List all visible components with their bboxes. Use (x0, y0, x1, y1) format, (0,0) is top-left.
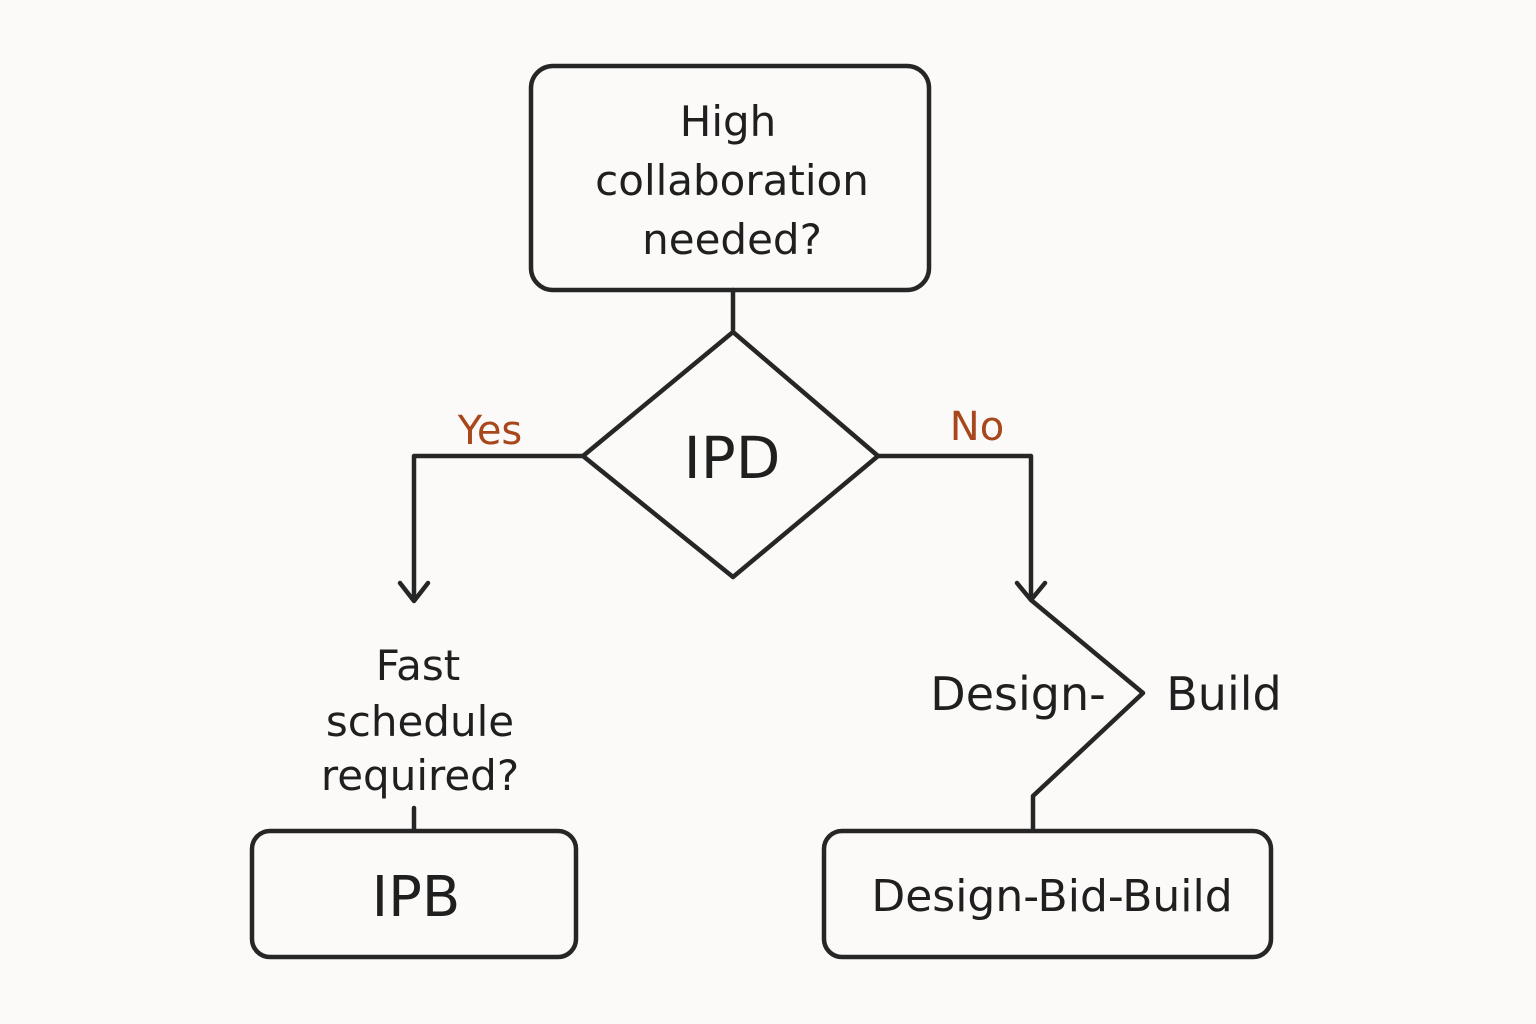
result-left-box (249, 828, 579, 960)
left-question-line-3: required? (321, 751, 519, 800)
zigzag-connector (1028, 597, 1146, 831)
left-question-line-2: schedule (326, 697, 514, 746)
result-left-label: IPB (372, 865, 461, 930)
zigzag-label-right: Build (1166, 667, 1281, 721)
yes-branch-line (411, 453, 586, 603)
zigzag-label-left: Design- (930, 667, 1105, 721)
no-edge-label: No (950, 404, 1004, 450)
result-right-label: Design-Bid-Build (871, 871, 1232, 922)
decision-label: IPD (684, 424, 781, 492)
start-question-box (528, 63, 932, 293)
start-question-line-3: needed? (642, 215, 822, 264)
yes-arrowhead-icon (397, 580, 431, 604)
start-question-line-2: collaboration (595, 156, 869, 205)
yes-edge-label: Yes (457, 408, 523, 454)
start-question-line-1: High (680, 97, 777, 146)
result-right-box (821, 828, 1274, 960)
no-branch-line (875, 453, 1034, 599)
left-question-line-1: Fast (376, 641, 460, 690)
decision-diamond (580, 329, 881, 580)
